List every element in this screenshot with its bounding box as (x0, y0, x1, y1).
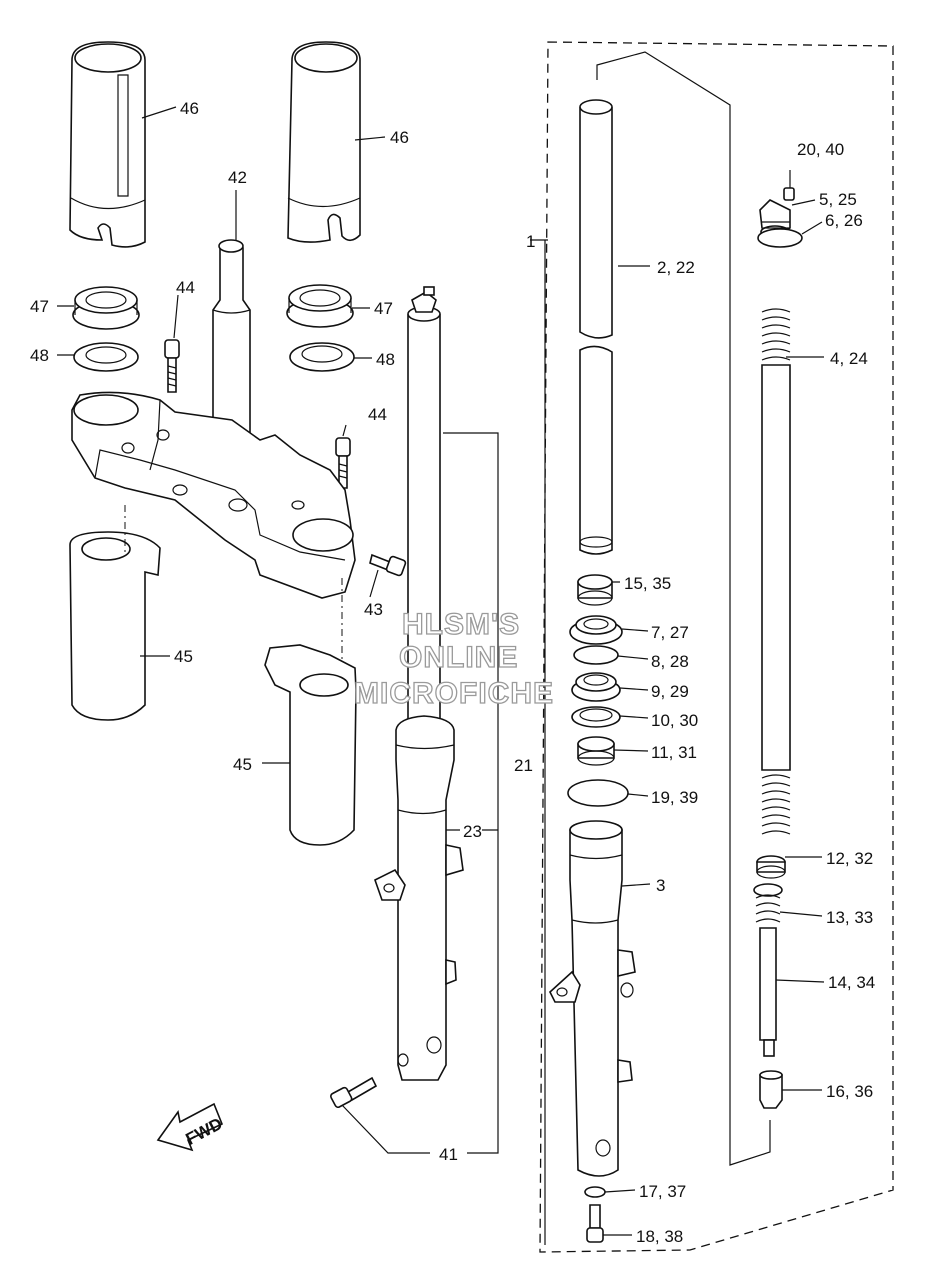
washer-48-right (289, 342, 355, 372)
assembly-boundary (539, 41, 894, 1253)
inner-tube (579, 99, 613, 555)
slide-bushing-15 (577, 574, 613, 606)
bolt-18 (586, 1204, 604, 1243)
washer-10 (571, 706, 621, 728)
callout-44-right: 44 (368, 405, 387, 424)
bolt-44-left (164, 339, 180, 393)
callout-48-right: 48 (376, 350, 395, 369)
callout-43: 43 (364, 600, 383, 619)
damper-rod (753, 883, 783, 1057)
callout-11-31: 11, 31 (651, 743, 697, 762)
callout-46-right: 46 (390, 128, 409, 147)
outer-tube (549, 820, 636, 1177)
callout-47-left: 47 (30, 297, 49, 316)
callout-47-right: 47 (374, 299, 393, 318)
upper-cover-left (69, 41, 146, 248)
callout-2-22: 2, 22 (657, 258, 695, 277)
callout-17-37: 17, 37 (639, 1182, 686, 1201)
callout-48-left: 48 (30, 346, 49, 365)
fork-spring (761, 308, 791, 835)
callout-41: 41 (439, 1145, 458, 1164)
seal-47-left (72, 286, 140, 330)
dust-seal-7 (569, 615, 623, 645)
callout-18-38: 18, 38 (636, 1227, 683, 1246)
oil-seal-9 (571, 672, 621, 702)
callout-16-36: 16, 36 (826, 1082, 873, 1101)
callout-46-left: 46 (180, 99, 199, 118)
bolt-43 (369, 553, 407, 577)
seal-47-right (286, 284, 354, 328)
leader-lines (57, 106, 825, 1236)
callout-9-29: 9, 29 (651, 682, 689, 701)
fwd-arrow: FWD (156, 1102, 226, 1152)
front-fork-assembly (374, 286, 464, 1081)
callout-15-35: 15, 35 (624, 574, 671, 593)
plug-20 (783, 187, 795, 201)
callout-12-32: 12, 32 (826, 849, 873, 868)
o-ring-6 (757, 228, 803, 248)
callout-5-25: 5, 25 (819, 190, 857, 209)
lower-cover-right (264, 644, 357, 846)
callout-44-left: 44 (176, 278, 195, 297)
callout-7-27: 7, 27 (651, 623, 689, 642)
o-ring-19 (567, 779, 629, 807)
callout-23: 23 (463, 822, 482, 841)
watermark-line1: HLSM'S (402, 608, 520, 641)
callout-4-24: 4, 24 (830, 349, 868, 368)
spacer-12 (756, 855, 786, 879)
callout-45-right: 45 (233, 755, 252, 774)
bolt-44-right (335, 437, 351, 489)
lower-cover-left (69, 531, 161, 721)
upper-cover-right (287, 41, 361, 243)
callout-10-30: 10, 30 (651, 711, 698, 730)
callout-45-left: 45 (174, 647, 193, 666)
callout-19-39: 19, 39 (651, 788, 698, 807)
callout-1: 1 (526, 232, 535, 251)
callout-13-33: 13, 33 (826, 908, 873, 927)
callout-6-26: 6, 26 (825, 211, 863, 230)
clip-8 (573, 645, 619, 665)
watermark-line3: MICROFICHE (354, 677, 554, 710)
callout-8-28: 8, 28 (651, 652, 689, 671)
callout-14-34: 14, 34 (828, 973, 875, 992)
under-bracket (71, 391, 356, 599)
slide-metal-11 (577, 736, 615, 766)
assembly-outline-inner (596, 51, 771, 1166)
callout-20-40: 20, 40 (797, 140, 844, 159)
oil-lock-16 (759, 1070, 783, 1109)
watermark-line2: ONLINE (399, 641, 518, 674)
callout-42: 42 (228, 168, 247, 187)
callout-3: 3 (656, 876, 665, 895)
washer-17 (584, 1186, 606, 1198)
washer-48-left (73, 342, 139, 372)
bolt-41 (330, 1076, 378, 1109)
callout-21: 21 (514, 756, 533, 775)
